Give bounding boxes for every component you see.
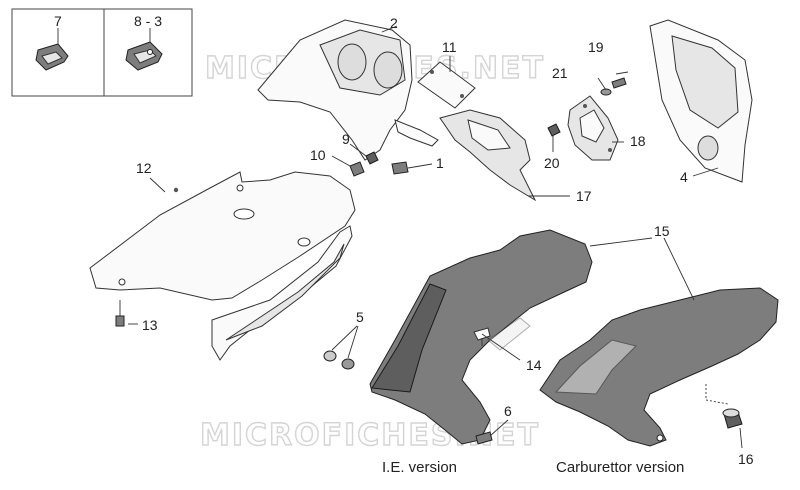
part-12-lower-strip xyxy=(211,225,353,361)
clip-7-icon xyxy=(35,28,69,71)
part-11-plate xyxy=(417,56,476,109)
callout-7: 7 xyxy=(54,13,62,29)
part-15-carb-cover xyxy=(539,287,779,447)
leader-15a xyxy=(589,237,653,247)
callout-17: 17 xyxy=(576,188,592,204)
part-2-cover xyxy=(257,19,439,161)
callout-13: 13 xyxy=(142,317,158,333)
callout-19: 19 xyxy=(588,39,604,55)
callout-18: 18 xyxy=(630,133,646,149)
grommet-16 xyxy=(705,384,743,449)
part-12-side-cover xyxy=(89,171,356,301)
callout-10: 10 xyxy=(310,147,326,163)
callout-12: 12 xyxy=(136,160,152,176)
hardware-9-10-1 xyxy=(331,143,433,177)
part-17-bracket xyxy=(439,109,570,202)
callout-6: 6 xyxy=(504,403,512,419)
ie-version-label: I.E. version xyxy=(382,459,457,476)
screw-14 xyxy=(473,327,521,361)
hardware-19-21-20 xyxy=(547,71,629,152)
callout-5: 5 xyxy=(356,309,364,325)
callout-21: 21 xyxy=(552,65,568,81)
clip-8-3-icon xyxy=(125,28,163,71)
part-18-plate xyxy=(567,95,624,161)
screw-6 xyxy=(475,419,509,445)
inset-box xyxy=(11,8,193,97)
callout-1: 1 xyxy=(436,155,444,171)
leader-15b xyxy=(663,237,695,301)
callout-8-3: 8 - 3 xyxy=(134,13,162,29)
screw-13 xyxy=(115,300,138,327)
carb-version-label: Carburettor version xyxy=(556,459,684,476)
callout-20: 20 xyxy=(544,155,560,171)
callout-11: 11 xyxy=(442,39,457,55)
callout-4: 4 xyxy=(680,169,688,185)
callout-9: 9 xyxy=(342,131,350,147)
callout-16: 16 xyxy=(738,451,754,467)
part-4-panel xyxy=(649,19,753,183)
callout-14: 14 xyxy=(526,357,542,373)
callout-15: 15 xyxy=(654,223,670,239)
washers-5 xyxy=(323,325,359,370)
callout-2: 2 xyxy=(390,15,398,31)
